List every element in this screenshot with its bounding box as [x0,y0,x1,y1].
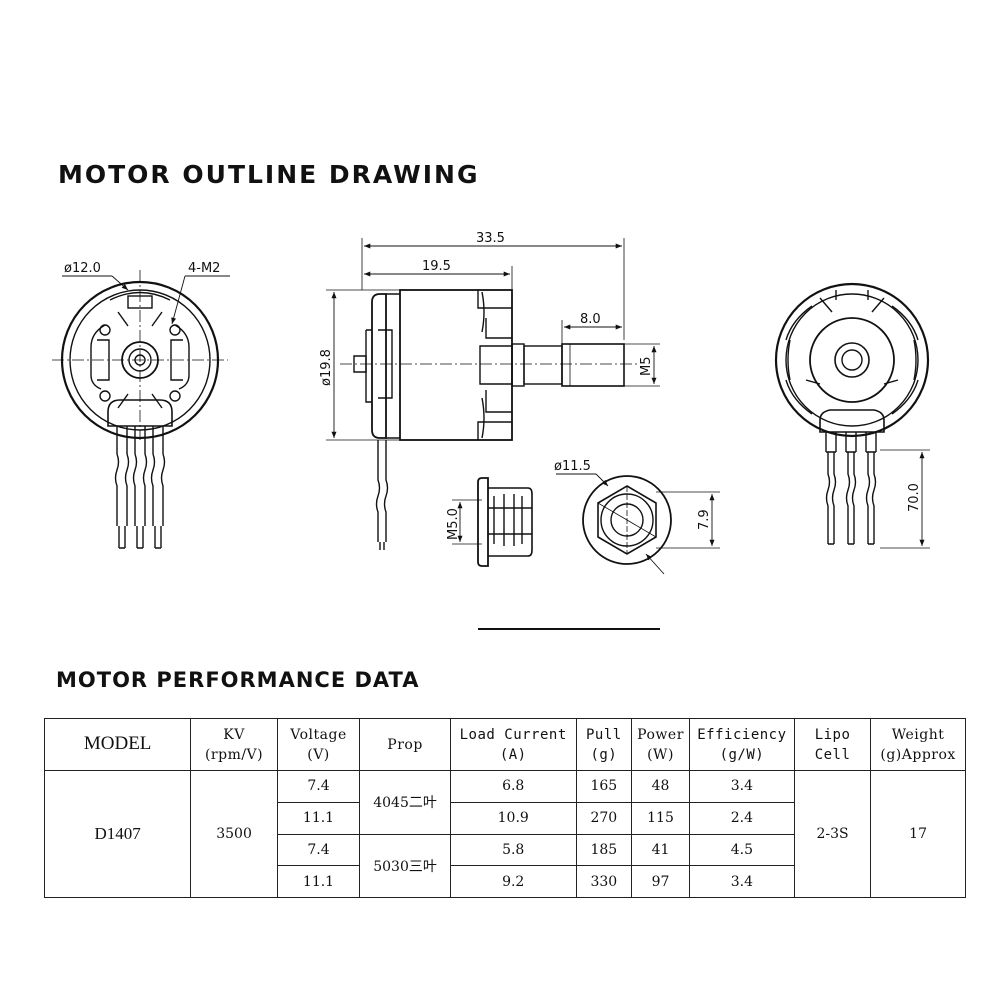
cell-weight: 17 [870,770,966,898]
cell-pull: 270 [575,801,633,835]
header-prop: Prop [359,718,451,771]
cell-efficiency: 2.4 [688,801,795,835]
cell-voltage: 11.1 [276,801,361,835]
cell-prop: 5030三叶 [359,833,451,898]
table-row: 7.4 5030三叶 5.8 185 41 4.5 [45,833,966,898]
table-row: 11.1 9.2 330 97 3.4 [45,865,966,898]
dim-body-length: 19.5 [422,259,451,274]
header-load-current: Load Current(A) [449,718,577,771]
cell-pull: 165 [575,770,633,803]
cell-efficiency: 4.5 [688,833,795,867]
cell-current: 9.2 [449,865,577,898]
header-voltage: Voltage(V) [276,718,361,771]
dim-nut-diameter: ø11.5 [554,459,591,474]
performance-table: MODEL KV(rpm/V) Voltage(V) Prop Load Cur… [43,718,966,898]
table-row: D1407 3500 7.4 4045二叶 6.8 165 48 3.4 2-3… [43,770,966,898]
side-view [326,238,660,550]
outline-title: MOTOR OUTLINE DRAWING [58,160,480,189]
cell-current: 5.8 [449,833,577,867]
dim-total-length: 33.5 [476,231,505,246]
cell-current: 10.9 [449,801,577,835]
front-view [52,270,230,549]
cell-power: 97 [631,865,690,898]
cell-efficiency: 3.4 [688,770,795,803]
cell-efficiency: 3.4 [688,865,795,898]
performance-title: MOTOR PERFORMANCE DATA [56,668,420,692]
dim-shaft-length: 8.0 [580,312,601,327]
nut-side-view [452,477,533,567]
cell-kv: 3500 [190,770,278,898]
cell-voltage: 7.4 [276,770,361,803]
cell-voltage: 7.4 [276,833,361,867]
dim-shaft-thread: M5 [639,357,654,377]
cell-power: 115 [631,801,690,835]
nut-front-view [556,473,720,575]
table-header-row: MODEL KV(rpm/V) Voltage(V) Prop Load Cur… [43,718,966,771]
cell-power: 48 [631,770,690,803]
header-pull: Pull(g) [575,718,633,771]
cell-model: D1407 [43,770,192,898]
header-power: Power(W) [631,718,690,771]
header-weight: Weight(g)Approx [870,718,966,771]
cell-current: 6.8 [449,770,577,803]
dim-front-diameter: ø12.0 [64,261,101,276]
cell-pull: 185 [575,833,633,867]
header-model: MODEL [43,718,192,771]
rear-view [774,282,930,549]
header-kv: KV(rpm/V) [190,718,278,771]
dim-lead-length: 70.0 [907,483,922,512]
cell-lipo: 2-3S [793,770,872,898]
dim-body-diameter: ø19.8 [319,349,334,386]
header-efficiency: Efficiency(g/W) [688,718,795,771]
dim-nut-height: 7.9 [697,509,712,530]
cell-pull: 330 [575,865,633,898]
cell-prop: 4045二叶 [359,770,451,835]
dim-mount-holes: 4-M2 [188,261,220,276]
cell-power: 41 [631,833,690,867]
dim-nut-thread: M5.0 [446,508,461,540]
cell-voltage: 11.1 [276,865,361,898]
